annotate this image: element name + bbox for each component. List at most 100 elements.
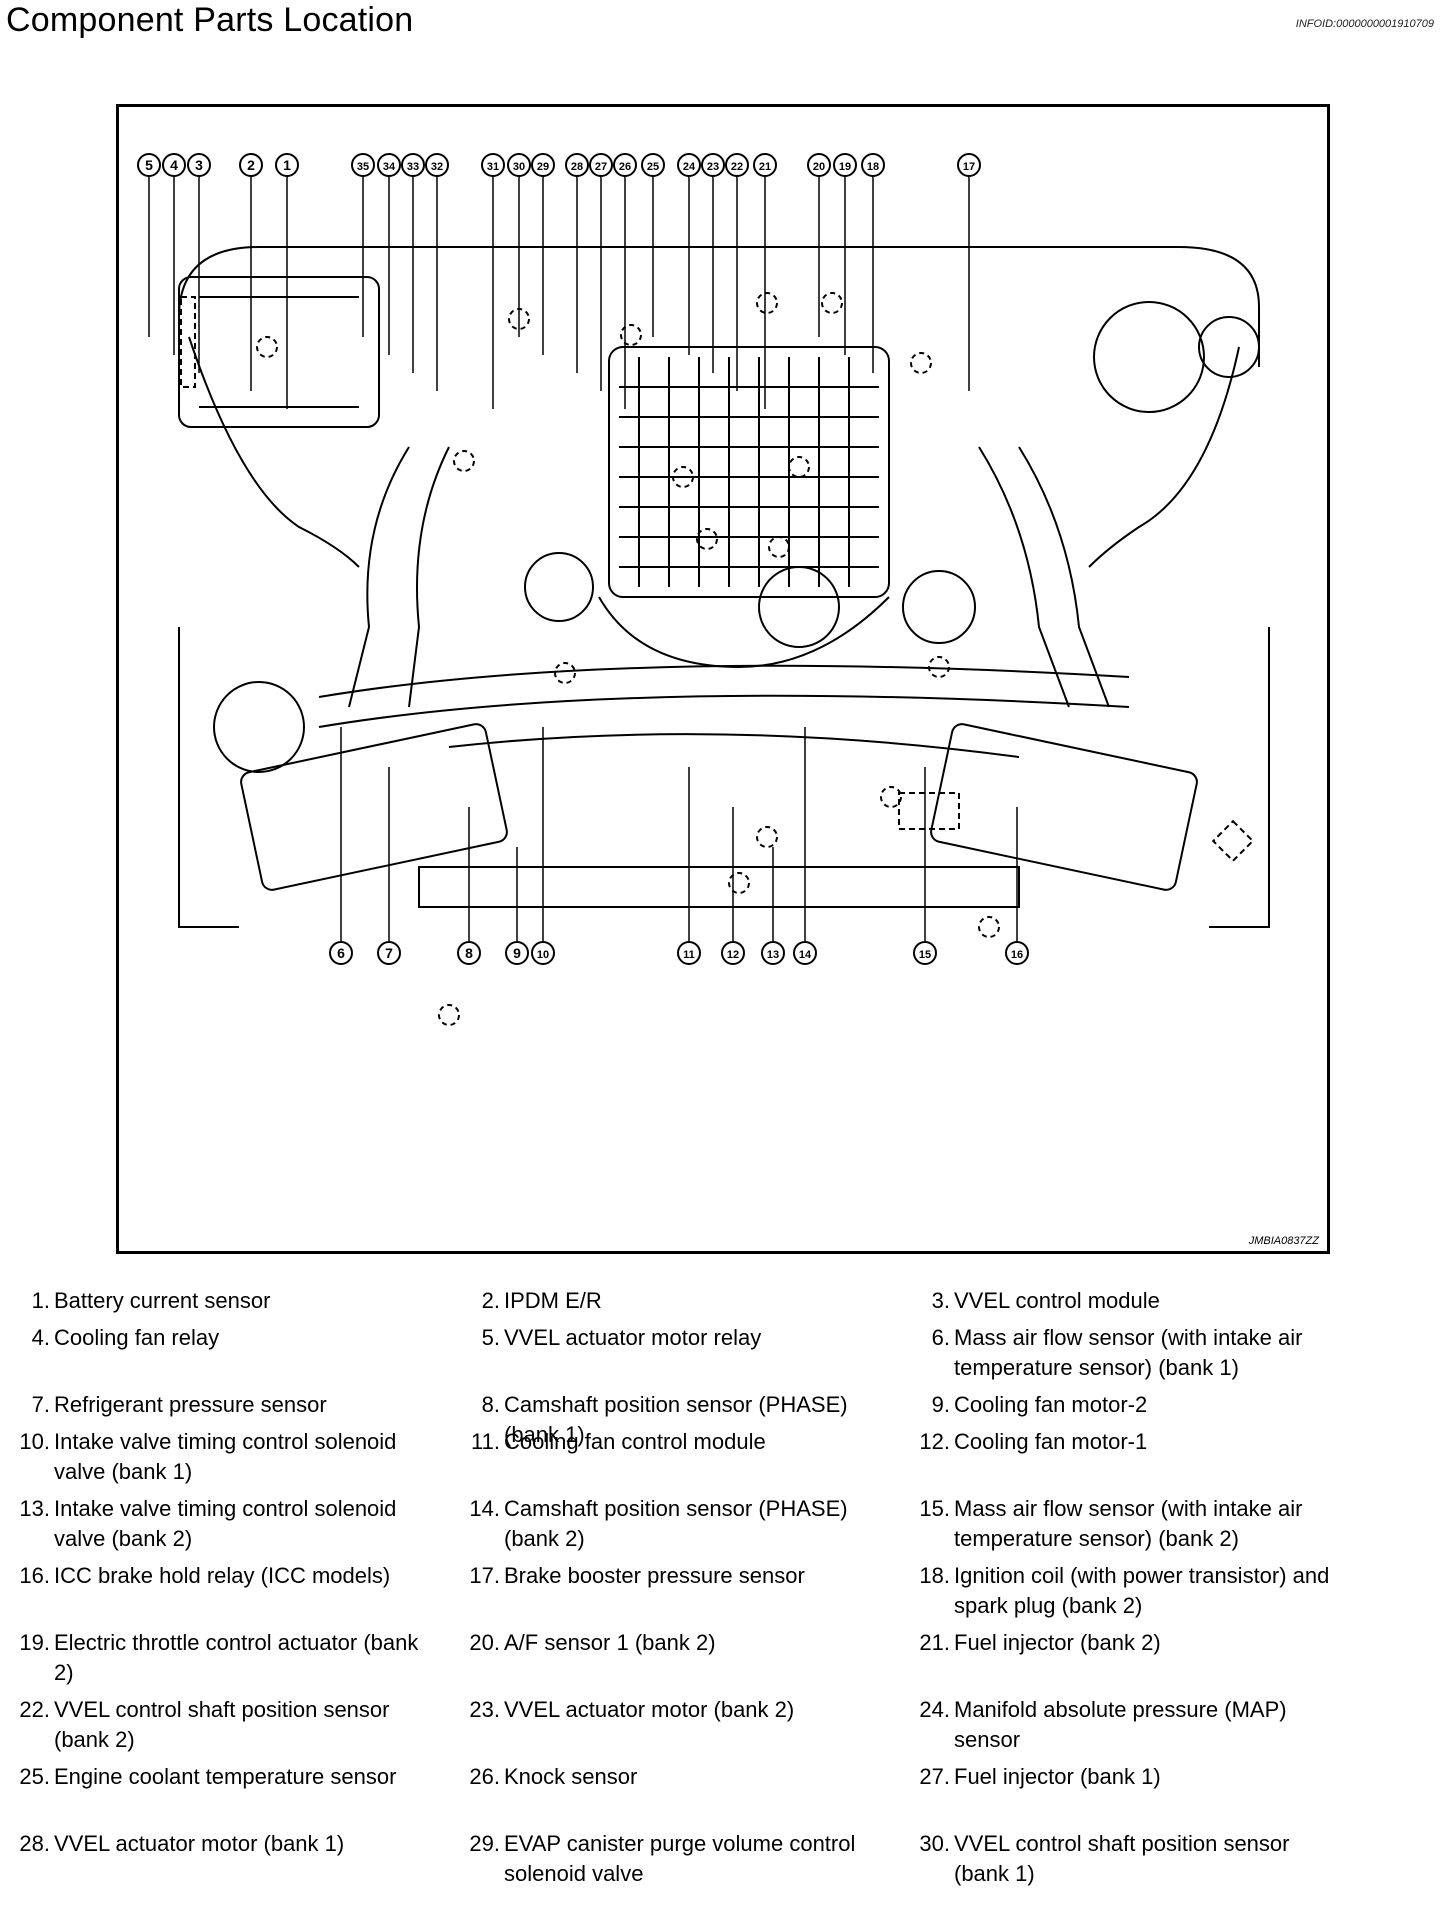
callout-9: 9 — [505, 941, 529, 965]
legend-label: Refrigerant pressure sensor — [54, 1392, 327, 1417]
callout-15: 15 — [913, 941, 937, 965]
callout-13: 13 — [761, 941, 785, 965]
sensor-markers — [256, 292, 1000, 1026]
callout-label: 15 — [919, 949, 931, 961]
callout-26: 26 — [613, 153, 637, 177]
legend-label: Battery current sensor — [54, 1288, 271, 1313]
legend-number: 26. — [469, 1764, 500, 1789]
figure-id: JMBIA0837ZZ — [1248, 1235, 1319, 1247]
legend-label: Manifold absolute pressure (MAP) sensor — [954, 1697, 1287, 1752]
legend-label: Electric throttle control actuator (bank… — [54, 1630, 419, 1685]
callout-3: 3 — [187, 153, 211, 177]
legend-label: Camshaft position sensor (PHASE) (bank 1… — [504, 1392, 848, 1447]
callout-label: 22 — [731, 161, 743, 173]
callout-label: 28 — [571, 161, 583, 173]
legend-label: VVEL control module — [954, 1288, 1160, 1313]
callout-label: 11 — [683, 949, 695, 961]
legend-number: 19. — [19, 1630, 50, 1655]
callout-35: 35 — [351, 153, 375, 177]
legend-label: Intake valve timing control solenoid val… — [54, 1429, 397, 1484]
callout-5: 5 — [137, 153, 161, 177]
legend-label: Intake valve timing control solenoid val… — [54, 1496, 397, 1551]
callout-label: 7 — [385, 945, 393, 961]
legend-number: 21. — [919, 1630, 950, 1655]
legend-label: EVAP canister purge volume control solen… — [504, 1831, 856, 1886]
page-title: Component Parts Location — [6, 1, 414, 39]
callout-4: 4 — [162, 153, 186, 177]
callout-8: 8 — [457, 941, 481, 965]
legend-number: 30. — [919, 1831, 950, 1856]
legend-number: 8. — [481, 1392, 500, 1417]
callout-label: 14 — [799, 949, 812, 961]
legend-label: VVEL control shaft position sensor (bank… — [954, 1831, 1290, 1886]
callout-label: 18 — [867, 161, 879, 173]
legend-label: VVEL actuator motor (bank 1) — [54, 1831, 345, 1856]
legend-number: 14. — [469, 1496, 500, 1521]
callout-label: 29 — [537, 161, 549, 173]
legend-number: 10. — [19, 1429, 50, 1454]
legend-label: VVEL actuator motor relay — [504, 1325, 762, 1350]
callout-label: 31 — [487, 161, 499, 173]
legend-number: 27. — [919, 1764, 950, 1789]
legend-number: 4. — [31, 1325, 50, 1350]
callout-label: 8 — [465, 945, 473, 961]
callout-label: 24 — [683, 161, 696, 173]
component-boxes — [180, 296, 1255, 863]
legend-label: Camshaft position sensor (PHASE) (bank 2… — [504, 1496, 848, 1551]
legend-number: 3. — [931, 1288, 950, 1313]
callout-2: 2 — [239, 153, 263, 177]
callout-label: 5 — [145, 157, 153, 173]
callout-34: 34 — [377, 153, 401, 177]
callout-11: 11 — [677, 941, 701, 965]
legend-label: Mass air flow sensor (with intake air te… — [954, 1496, 1303, 1551]
legend-label: Engine coolant temperature sensor — [54, 1764, 397, 1789]
callout-label: 33 — [407, 161, 419, 173]
legend-number: 29. — [469, 1831, 500, 1856]
legend-number: 5. — [481, 1325, 500, 1350]
legend-label: Knock sensor — [504, 1764, 638, 1789]
callout-30: 30 — [507, 153, 531, 177]
legend-number: 23. — [469, 1697, 500, 1722]
callout-24: 24 — [677, 153, 701, 177]
callout-label: 1 — [283, 157, 291, 173]
callout-label: 32 — [431, 161, 443, 173]
callout-label: 25 — [647, 161, 659, 173]
callout-18: 18 — [861, 153, 885, 177]
legend-number: 13. — [19, 1496, 50, 1521]
callout-25: 25 — [641, 153, 665, 177]
callout-label: 13 — [767, 949, 779, 961]
legend-label: Fuel injector (bank 2) — [954, 1630, 1161, 1655]
legend-label: IPDM E/R — [504, 1288, 602, 1313]
callout-6: 6 — [329, 941, 353, 965]
callout-1: 1 — [275, 153, 299, 177]
legend-label: Fuel injector (bank 1) — [954, 1764, 1161, 1789]
info-id: INFOID:0000000001910709 — [1295, 18, 1434, 30]
legend-label: ICC brake hold relay (ICC models) — [54, 1563, 391, 1588]
callout-19: 19 — [833, 153, 857, 177]
callout-12: 12 — [721, 941, 745, 965]
callout-label: 19 — [839, 161, 851, 173]
callout-label: 23 — [707, 161, 719, 173]
legend-number: 1. — [31, 1288, 50, 1313]
legend-number: 24. — [919, 1697, 950, 1722]
callout-17: 17 — [957, 153, 981, 177]
callout-label: 4 — [170, 157, 178, 173]
callout-label: 10 — [537, 949, 549, 961]
legend-label: Cooling fan motor-2 — [954, 1392, 1148, 1417]
callout-label: 27 — [595, 161, 607, 173]
legend-number: 28. — [19, 1831, 50, 1856]
legend-label: Cooling fan motor-1 — [954, 1429, 1148, 1454]
callout-28: 28 — [565, 153, 589, 177]
callout-label: 12 — [727, 949, 739, 961]
callout-label: 6 — [337, 945, 345, 961]
callout-23: 23 — [701, 153, 725, 177]
legend-label: VVEL actuator motor (bank 2) — [504, 1697, 795, 1722]
legend-number: 25. — [19, 1764, 50, 1789]
legend-number: 12. — [919, 1429, 950, 1454]
legend-number: 20. — [469, 1630, 500, 1655]
legend-label: Brake booster pressure sensor — [504, 1563, 805, 1588]
callout-7: 7 — [377, 941, 401, 965]
